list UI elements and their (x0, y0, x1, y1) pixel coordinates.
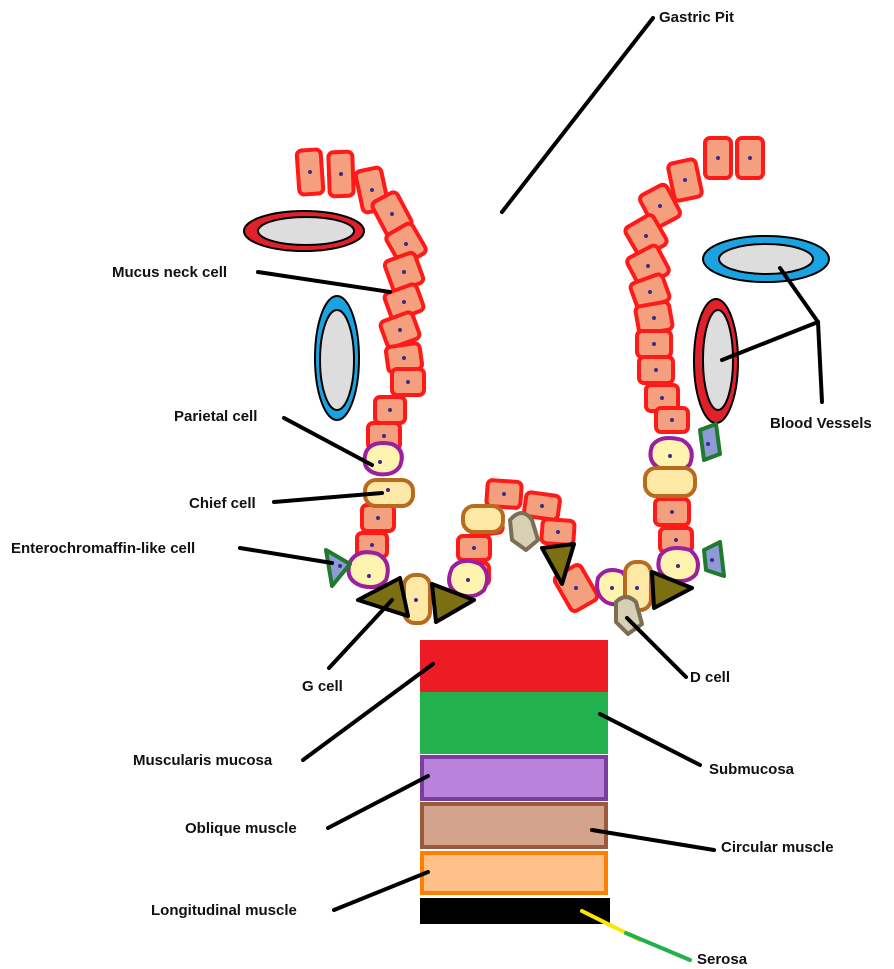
label-submucosa: Submucosa (709, 761, 795, 778)
leader-gastric-pit (502, 18, 653, 212)
mucus-cell-nucleus (472, 546, 476, 550)
mucus-cell-nucleus (748, 156, 752, 160)
chief-cell (463, 506, 503, 532)
mucus-cell-nucleus (716, 156, 720, 160)
mucus-cell-nucleus (404, 242, 408, 246)
label-gastric-pit: Gastric Pit (659, 9, 734, 26)
mucus-cell-nucleus (660, 396, 664, 400)
mucus-cell-nucleus (382, 434, 386, 438)
label-parietal-cell: Parietal cell (174, 408, 257, 425)
layer-submucosa (420, 692, 608, 754)
label-ecl-cell: Enterochromaffin-like cell (11, 540, 195, 557)
mucus-cell-nucleus (658, 204, 662, 208)
label-serosa: Serosa (697, 951, 748, 968)
mucus-cell-nucleus (502, 492, 506, 496)
label-mucus-neck-cell: Mucus neck cell (112, 264, 227, 281)
label-g-cell: G cell (302, 678, 343, 695)
leader-g-cell (329, 600, 392, 668)
blood-vessel-right-horizontal (703, 236, 829, 282)
leader-serosa-green (626, 933, 690, 960)
layer-circular-muscle (422, 804, 606, 847)
layer-muscularis-mucosa (420, 640, 608, 692)
leader-ecl-cell (240, 548, 332, 563)
leader-d-cell (627, 618, 686, 677)
blood-vessel-left-vertical (315, 296, 359, 420)
blood-vessel-right-vertical (694, 299, 738, 423)
mucus-cell-nucleus (370, 188, 374, 192)
leader-circular-muscle (592, 830, 714, 850)
blood-vessel-left-horizontal (244, 211, 364, 251)
leader-oblique-muscle (328, 776, 428, 828)
label-muscularis-mucosa: Muscularis mucosa (133, 752, 273, 769)
label-longitudinal-muscle: Longitudinal muscle (151, 902, 297, 919)
ecl-cell (326, 550, 350, 586)
mucus-cell-nucleus (402, 270, 406, 274)
mucus-cell-nucleus (402, 356, 406, 360)
ecl-cell (704, 542, 724, 576)
mucus-cell-nucleus (644, 234, 648, 238)
label-oblique-muscle: Oblique muscle (185, 820, 297, 837)
mucus-cell-nucleus (388, 408, 392, 412)
label-blood-vessels: Blood Vessels (770, 415, 872, 432)
layer-longitudinal-muscle (422, 853, 606, 893)
leader-blood-vessel-c (818, 322, 822, 402)
mucus-cell-nucleus (402, 300, 406, 304)
mucus-cell-nucleus (398, 328, 402, 332)
layer-oblique-muscle (422, 757, 606, 799)
label-chief-cell: Chief cell (189, 495, 256, 512)
mucus-cell-nucleus (670, 510, 674, 514)
leader-longitudinal-muscle (334, 872, 428, 910)
ecl-cell (700, 424, 720, 460)
mucus-cell-nucleus (390, 212, 394, 216)
mucus-cell-nucleus (406, 380, 410, 384)
chief-cell (645, 468, 695, 496)
mucus-cell-nucleus (683, 178, 687, 182)
leader-submucosa (600, 714, 700, 765)
mucus-cell-nucleus (654, 368, 658, 372)
mucus-cell-nucleus (674, 538, 678, 542)
parietal-cell (349, 552, 388, 587)
label-d-cell: D cell (690, 669, 730, 686)
mucus-cell-nucleus (370, 543, 374, 547)
mucus-cell-nucleus (339, 172, 343, 176)
wall-layers (420, 640, 610, 924)
mucus-cell-nucleus (308, 170, 312, 174)
mucus-cell-nucleus (574, 586, 578, 590)
mucus-cell-nucleus (556, 530, 560, 534)
label-circular-muscle: Circular muscle (721, 839, 834, 856)
mucus-cell-nucleus (652, 316, 656, 320)
parietal-cell (365, 443, 402, 474)
leader-parietal-cell (284, 418, 372, 465)
mucus-cell-nucleus (540, 504, 544, 508)
mucus-cell-nucleus (376, 516, 380, 520)
mucus-cell-nucleus (646, 264, 650, 268)
mucus-cell-nucleus (648, 290, 652, 294)
mucus-cell-nucleus (670, 418, 674, 422)
mucus-cell-nucleus (652, 342, 656, 346)
leader-mucus-neck-cell (258, 272, 390, 292)
